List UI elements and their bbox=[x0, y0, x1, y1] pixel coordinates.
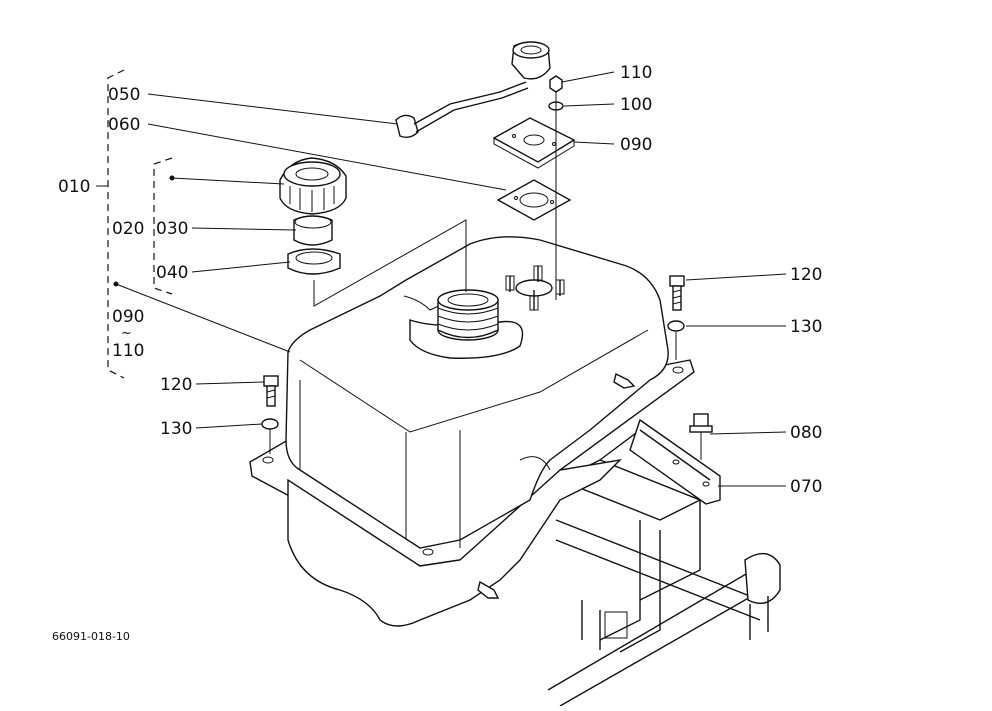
label-090-range: 090 bbox=[112, 307, 144, 327]
label-130-left: 130 bbox=[160, 419, 192, 439]
label-120-right: 120 bbox=[790, 265, 822, 285]
bolt-080 bbox=[689, 413, 713, 460]
label-120-left: 120 bbox=[160, 375, 192, 395]
bolt-120-right bbox=[669, 275, 685, 311]
fuel-gauge-050 bbox=[395, 41, 551, 139]
fuel-cap-assembly bbox=[279, 157, 347, 275]
label-080: 080 bbox=[790, 423, 822, 443]
label-030: 030 bbox=[156, 219, 188, 239]
nut-110 bbox=[549, 75, 563, 93]
label-010: 010 bbox=[58, 177, 90, 197]
label-130-right: 130 bbox=[790, 317, 822, 337]
label-060: 060 bbox=[108, 115, 140, 135]
label-110-range: 110 bbox=[112, 341, 144, 361]
label-range-tilde: ~ bbox=[121, 326, 132, 341]
label-090: 090 bbox=[620, 135, 652, 155]
label-020: 020 bbox=[112, 219, 144, 239]
plate-090 bbox=[492, 117, 576, 169]
label-110: 110 bbox=[620, 63, 652, 83]
bracket-070 bbox=[629, 418, 721, 505]
washer-130-right bbox=[667, 320, 685, 360]
group-bracket-010 bbox=[107, 69, 125, 379]
bolt-120-left bbox=[263, 375, 279, 407]
gasket-060 bbox=[496, 179, 572, 221]
leader-lines bbox=[96, 71, 787, 487]
label-050: 050 bbox=[108, 85, 140, 105]
label-100: 100 bbox=[620, 95, 652, 115]
fuel-tank bbox=[249, 236, 695, 627]
label-070: 070 bbox=[790, 477, 822, 497]
label-040: 040 bbox=[156, 263, 188, 283]
diagram-code: 66091-018-10 bbox=[52, 630, 130, 643]
